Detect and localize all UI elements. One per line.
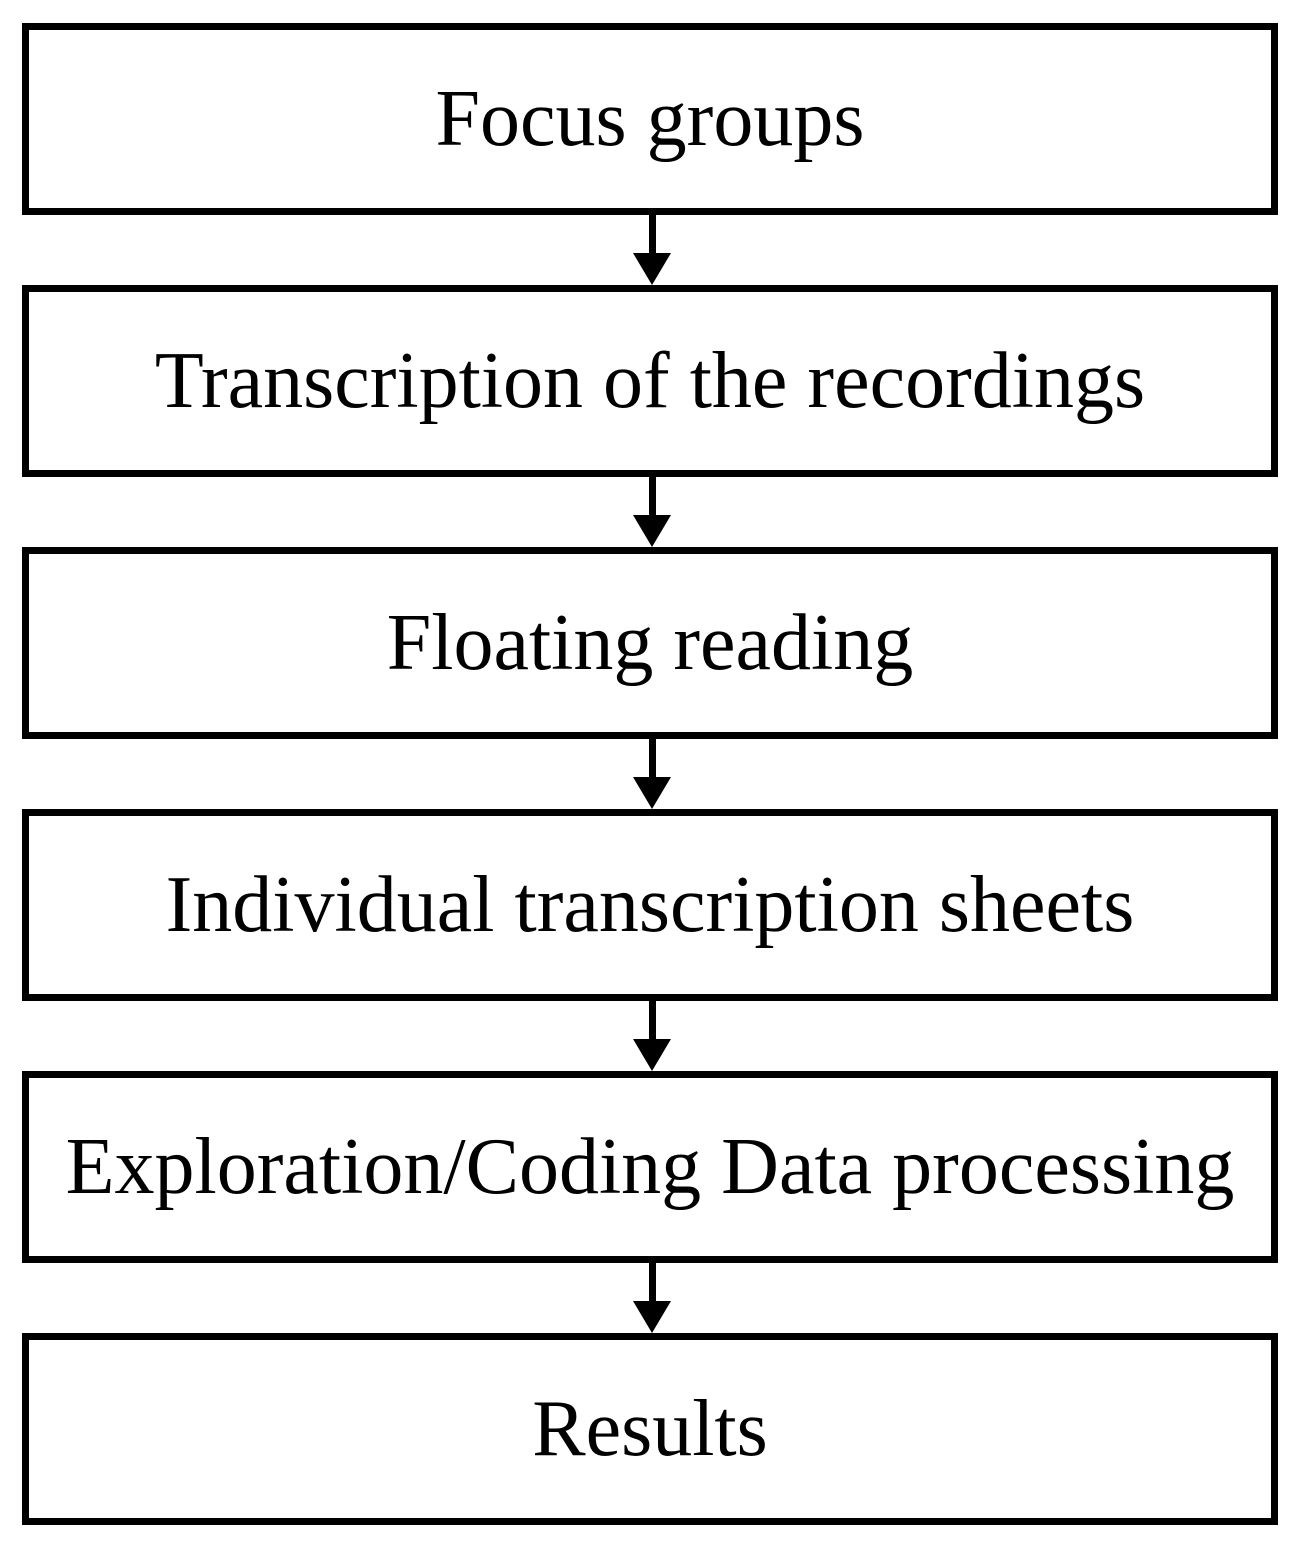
arrow-down-icon (2, 215, 1300, 285)
arrow-stem (648, 1001, 656, 1039)
arrow-head (633, 1301, 671, 1333)
flow-step-individual-transcription-sheets: Individual transcription sheets (22, 809, 1278, 1001)
flow-step-exploration-coding-data-processing: Exploration/Coding Data processing (22, 1071, 1278, 1263)
flow-step-floating-reading: Floating reading (22, 547, 1278, 739)
arrow-stem (648, 739, 656, 777)
arrow-head (633, 1039, 671, 1071)
arrow-stem (648, 477, 656, 515)
arrow-down-icon (2, 1263, 1300, 1333)
flow-step-results: Results (22, 1333, 1278, 1525)
arrow-down-icon (2, 739, 1300, 809)
flow-step-focus-groups: Focus groups (22, 23, 1278, 215)
arrow-down-icon (2, 1001, 1300, 1071)
flowchart: Focus groups Transcription of the record… (0, 23, 1300, 1525)
arrow-head (633, 515, 671, 547)
arrow-head (633, 253, 671, 285)
arrow-stem (648, 1263, 656, 1301)
arrow-stem (648, 215, 656, 253)
arrow-down-icon (2, 477, 1300, 547)
flow-step-transcription-of-recordings: Transcription of the recordings (22, 285, 1278, 477)
arrow-head (633, 777, 671, 809)
